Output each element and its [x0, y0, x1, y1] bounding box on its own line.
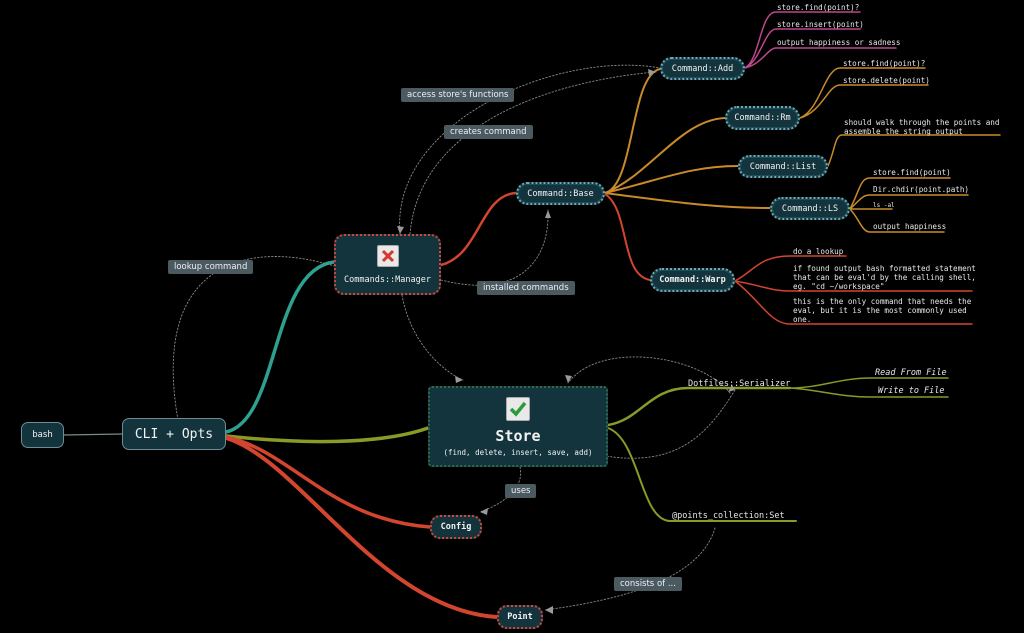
rm-label: Command::Rm [734, 113, 791, 123]
base-node[interactable]: Command::Base [516, 182, 605, 205]
manager-node[interactable]: Commands::Manager [334, 234, 441, 295]
bash-cli-line [63, 433, 123, 436]
store-serializer-branch [606, 386, 792, 427]
ls-leaf-3: ls -al [873, 202, 895, 209]
base-rm-branch [604, 117, 726, 194]
cli-node[interactable]: CLI + Opts [122, 418, 226, 450]
bash-label: bash [32, 430, 53, 440]
base-warp-branch [604, 193, 651, 281]
add-leaf-2: store.insert(point) [777, 20, 864, 29]
cli-label: CLI + Opts [134, 426, 214, 442]
manager-store-arrow [401, 294, 464, 381]
base-installed-arrow [440, 209, 549, 286]
base-ls-branch [604, 192, 771, 209]
cli-point-branch [224, 436, 499, 619]
manager-add-arrow [409, 71, 657, 235]
store-title: Store [495, 426, 541, 445]
uses-tag: uses [505, 484, 537, 498]
warp-leaf-2: if found output bash formatted statement… [793, 264, 976, 291]
collection-point-arrow [544, 527, 716, 611]
base-list-branch [604, 165, 739, 194]
rm-leaf-2: store.delete(point) [843, 76, 930, 85]
add-node[interactable]: Command::Add [660, 57, 745, 80]
rm-leaf-lines [799, 67, 929, 119]
warp-leaf-3: this is the only command that needs the … [793, 297, 972, 324]
add-label: Command::Add [671, 63, 734, 74]
add-leaf-lines [744, 11, 897, 69]
consists-of-tag: consists of ... [614, 577, 682, 591]
store-collection-branch [607, 427, 797, 522]
list-node[interactable]: Command::List [738, 155, 828, 178]
list-leaf-1: should walk through the points and assem… [844, 118, 1000, 136]
creates-command-tag: creates command [444, 125, 533, 139]
ls-node[interactable]: Command::LS [770, 197, 850, 220]
installed-commands-tag: installed commands [477, 281, 575, 295]
store-node[interactable]: Store (find, delete, insert, save, add) [428, 386, 608, 467]
rm-leaf-1: store.find(point)? [843, 59, 926, 68]
points-collection-label: @points_collection:Set [672, 511, 785, 521]
warp-node[interactable]: Command::Warp [650, 268, 735, 292]
serializer-store-arrow [567, 356, 731, 394]
cli-config-branch [224, 435, 432, 529]
red-x-icon [376, 244, 399, 267]
point-label: Point [507, 612, 533, 622]
access-store-tag: access store's functions [401, 88, 515, 102]
warp-leaf-lines [734, 255, 973, 325]
add-leaf-3: output happiness or sadness [777, 38, 901, 47]
serializer-leaf-lines [789, 377, 949, 398]
serializer-label: Dotfiles::Serializer [688, 379, 791, 389]
cli-lookup-arrow [172, 256, 335, 421]
base-add-branch [604, 68, 661, 194]
store-serializer-arrow [599, 389, 736, 459]
lookup-command-tag: lookup command [168, 260, 254, 274]
cli-store-branch [224, 426, 430, 444]
manager-base-branch [439, 191, 518, 267]
rm-node[interactable]: Command::Rm [725, 106, 800, 130]
config-node[interactable]: Config [430, 515, 482, 539]
manager-label: Commands::Manager [344, 274, 431, 285]
list-label: Command::List [749, 161, 817, 172]
bash-node[interactable]: bash [21, 422, 64, 448]
base-label: Command::Base [527, 188, 594, 199]
point-node[interactable]: Point [497, 605, 543, 629]
cli-manager-branch [224, 260, 336, 434]
warp-label: Command::Warp [659, 275, 726, 285]
store-subtitle: (find, delete, insert, save, add) [443, 447, 593, 457]
warp-leaf-1: do a lookup [793, 247, 844, 256]
ls-leaf-1: store.find(point) [873, 168, 951, 177]
ls-label: Command::LS [781, 203, 839, 214]
ls-leaf-4: output happiness [873, 222, 947, 231]
ls-leaf-lines [849, 177, 969, 233]
green-check-icon [506, 396, 530, 421]
ls-leaf-2: Dir.chdir(point.path) [873, 185, 970, 194]
add-leaf-1: store.find(point)? [777, 3, 860, 12]
read-file-leaf: Read From File [875, 368, 947, 378]
list-leaf-line [827, 134, 1001, 167]
config-label: Config [440, 522, 472, 532]
write-file-leaf: Write to File [878, 386, 945, 396]
